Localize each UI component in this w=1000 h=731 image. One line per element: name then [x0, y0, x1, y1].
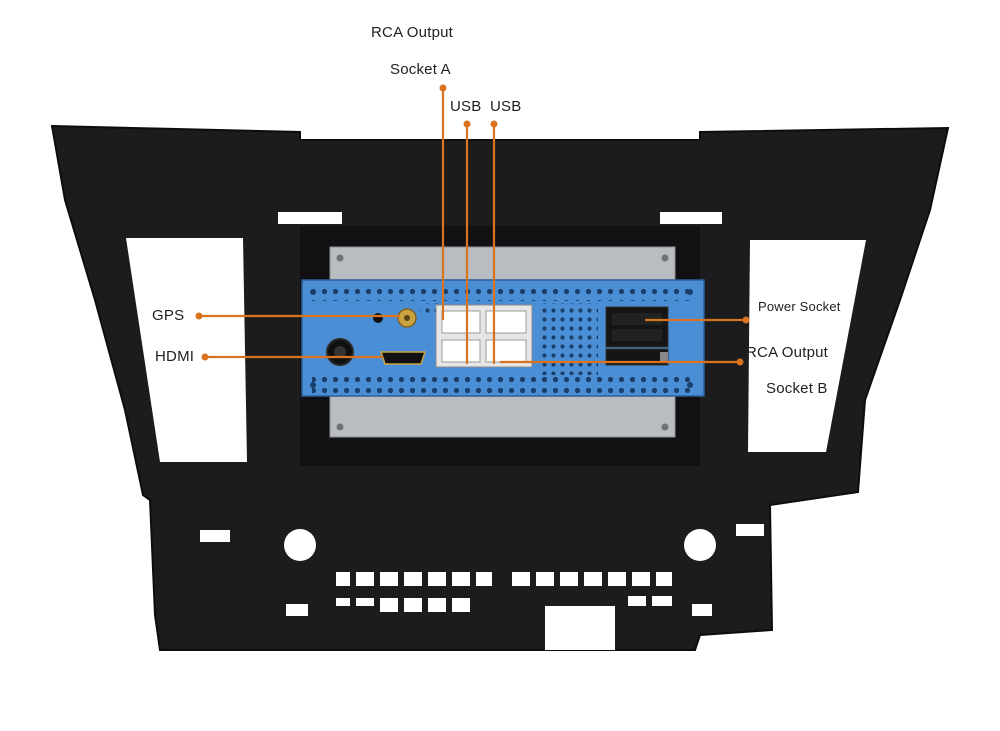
label-rca-output-socket-b-line1: RCA Output: [746, 344, 829, 361]
label-power-socket: Power Socket: [758, 299, 841, 314]
rca-output-socket-a: [435, 304, 533, 368]
vent-grid-right: [512, 572, 712, 616]
label-rca-output-socket-a-line2: Socket A: [390, 61, 451, 78]
label-usb-2: USB: [490, 98, 522, 115]
label-rca-output-socket-b-line2: Socket B: [766, 380, 828, 397]
hdmi-port: [379, 351, 427, 365]
right-window-cutout: [748, 240, 866, 452]
gps-adjacent-hole: [373, 313, 383, 323]
round-port: [326, 338, 354, 366]
vent-grid-left: [286, 572, 492, 616]
label-hdmi: HDMI: [155, 348, 195, 365]
power-socket: [605, 306, 669, 348]
mount-hole-right: [684, 529, 716, 561]
mount-hole-left: [284, 529, 316, 561]
pointer-lines: [199, 88, 746, 364]
label-rca-output-socket-a-line1: RCA Output: [371, 24, 454, 41]
left-window-cutout: [126, 238, 247, 462]
label-gps: GPS: [152, 307, 185, 324]
gps-antenna-connector: [397, 308, 417, 328]
pointer-dots: [195, 84, 750, 366]
label-usb-1: USB: [450, 98, 482, 115]
